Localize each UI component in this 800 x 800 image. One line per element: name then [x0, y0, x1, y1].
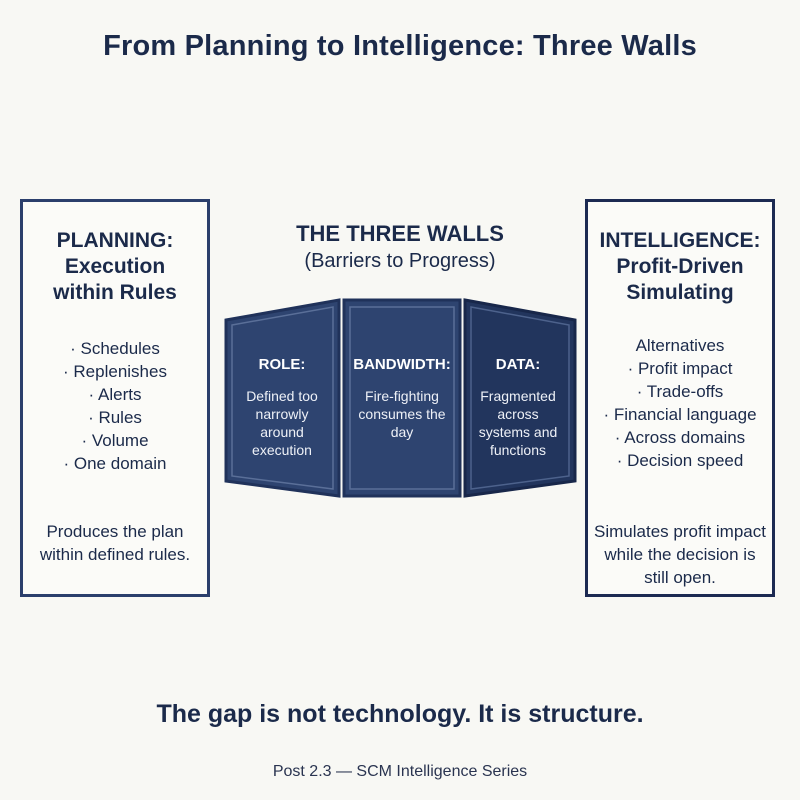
- planning-summary: Produces the plan within defined rules.: [39, 522, 191, 564]
- intelligence-panel: INTELLIGENCE: Profit-Driven Simulating A…: [585, 199, 775, 597]
- wall-role-desc: Defined too narrowly around execution: [246, 388, 318, 458]
- wall-role: ROLE: Defined too narrowly around execut…: [232, 356, 332, 459]
- planning-heading-line-1: PLANNING:: [56, 229, 174, 252]
- intelligence-heading-line-1: INTELLIGENCE:: [599, 229, 761, 252]
- wall-data-shape: [463, 298, 577, 498]
- list-item: · Decision speed: [616, 451, 744, 470]
- walls-title: THE THREE WALLS: [296, 221, 504, 246]
- planning-heading-line-3: within Rules: [53, 281, 177, 304]
- planning-heading-line-2: Execution: [64, 255, 166, 278]
- wall-data-inner: [470, 306, 570, 490]
- list-item: · Schedules: [70, 339, 160, 358]
- page-title: From Planning to Intelligence: Three Wal…: [103, 30, 697, 62]
- list-item: · Volume: [81, 431, 149, 450]
- planning-heading: PLANNING: Execution within Rules: [23, 228, 207, 306]
- wall-data: DATA: Fragmented across systems and func…: [470, 356, 566, 459]
- list-item: · Alerts: [88, 385, 142, 404]
- wall-role-inner: [231, 306, 334, 490]
- intelligence-heading-line-2: Profit-Driven: [616, 255, 744, 278]
- wall-bandwidth-name: BANDWIDTH:: [353, 356, 451, 373]
- wall-data-name: DATA:: [495, 356, 541, 373]
- intelligence-summary: Simulates profit impact while the decisi…: [594, 522, 766, 587]
- wall-bandwidth-shape: [342, 298, 462, 498]
- list-item: · Across domains: [614, 428, 746, 447]
- list-item: · Trade-offs: [636, 382, 724, 401]
- planning-panel: PLANNING: Execution within Rules · Sched…: [20, 199, 210, 597]
- tagline: The gap is not technology. It is structu…: [156, 700, 644, 728]
- wall-role-shape: [224, 298, 341, 498]
- planning-list: · Schedules · Replenishes · Alerts · Rul…: [23, 337, 207, 475]
- wall-data-desc: Fragmented across systems and functions: [478, 388, 558, 458]
- intelligence-list: Alternatives · Profit impact · Trade-off…: [588, 334, 772, 472]
- footer-series-label: Post 2.3 — SCM Intelligence Series: [272, 763, 528, 780]
- list-item: · Replenishes: [63, 362, 167, 381]
- walls-heading: THE THREE WALLS (Barriers to Progress): [240, 220, 560, 274]
- wall-role-name: ROLE:: [258, 356, 306, 373]
- intelligence-heading-line-3: Simulating: [626, 281, 734, 304]
- list-item: Alternatives: [635, 336, 725, 355]
- wall-bandwidth: BANDWIDTH: Fire-fighting consumes the da…: [347, 356, 457, 441]
- walls-subtitle: (Barriers to Progress): [304, 250, 496, 272]
- intelligence-heading: INTELLIGENCE: Profit-Driven Simulating: [588, 228, 772, 306]
- list-item: · Profit impact: [627, 359, 733, 378]
- wall-bandwidth-inner: [349, 306, 455, 490]
- list-item: · Rules: [88, 408, 142, 427]
- wall-bandwidth-desc: Fire-fighting consumes the day: [358, 388, 446, 440]
- list-item: · One domain: [63, 454, 167, 473]
- list-item: · Financial language: [603, 405, 757, 424]
